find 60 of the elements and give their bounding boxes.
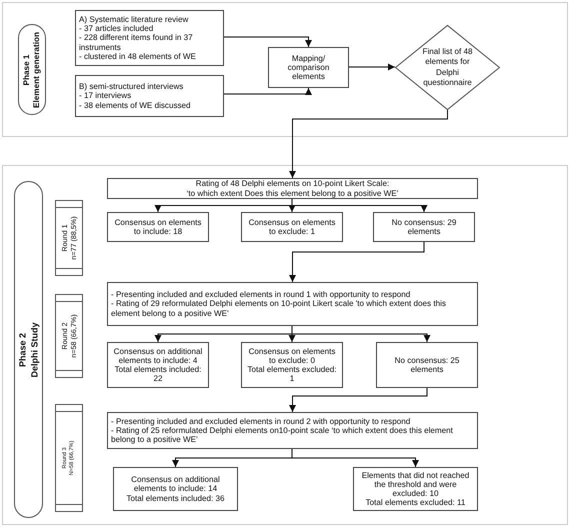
round-label [55, 294, 83, 378]
process-box [107, 412, 478, 449]
process-box [107, 342, 209, 388]
arrow [224, 36, 312, 48]
box-text: Mapping/ comparison elements [286, 54, 330, 82]
box-text: Consensus on additional elements to include: 14 [130, 475, 221, 494]
phase-panel [2, 2, 568, 137]
round-label [55, 200, 83, 276]
box-text: - 37 articles included [79, 24, 154, 34]
process-box [373, 212, 475, 242]
process-box [241, 342, 343, 388]
diamond-text: Final list of 48 elements for Delphi questionnaire [422, 47, 474, 88]
arrow [289, 242, 424, 282]
box-text: Total elements excluded: 1 [246, 365, 338, 384]
phase-text: Phase 2 [17, 332, 28, 367]
arrow [224, 88, 312, 95]
box-text: Elements that did not reached the threshold and were excluded: 10 [360, 470, 470, 498]
box-text: Consensus on additional elements to include: 4 [112, 346, 204, 365]
arrow [289, 110, 448, 178]
box-text: - Presenting included and excluded elements in round 2 with opportunity to respond [111, 416, 412, 426]
process-box [75, 10, 224, 66]
box-text: Total elements excluded: 11 [366, 498, 466, 508]
box-text: No consensus: 25 elements [394, 356, 460, 374]
arrow [289, 388, 428, 412]
box-text: - Presenting included and excluded elements in round 1 with opportunity to respond [111, 290, 412, 300]
box-text: No consensus: 29 elements [390, 218, 458, 236]
box-text: Consensus on elements to exclude: 0 [248, 346, 336, 365]
box-text: Total elements included: 22 [114, 365, 202, 384]
process-box [113, 467, 238, 511]
process-box [107, 212, 209, 242]
box-text: B) semi-structured interviews [79, 82, 184, 92]
process-box [241, 212, 343, 242]
process-box [353, 467, 478, 511]
process-box [107, 282, 478, 326]
box-text: ‘to which extent Does this element belong to a positive WE’ [186, 188, 398, 198]
process-box [268, 47, 349, 88]
process-box [107, 178, 478, 199]
box-text: - 38 elements of WE discussed [79, 100, 192, 110]
box-text: - Rating of 25 reformulated Delphi elements on10-point scale ‘to which extent does this element belong to a positive WE’ [111, 426, 454, 444]
phase-text: Delphi Study [28, 322, 40, 378]
box-text: Consensus on elements to exclude: 1 [248, 218, 336, 236]
box-text: - 228 different items found in 37 instruments [79, 33, 194, 52]
box-text: A) Systematic literature review [79, 14, 190, 24]
box-text: - Rating of 29 reformulated Delphi elements on 10-point Likert scale 'to which extent does this element belong to a positive WE' [111, 299, 447, 318]
arrow [348, 64, 396, 70]
box-text: - clustered in 48 elements of WE [79, 52, 197, 62]
arrow [292, 326, 430, 342]
box-text: Rating of 48 Delphi elements on 10-point Likert Scale: [196, 179, 390, 188]
process-box [376, 342, 478, 388]
phase-text: Element generation [32, 32, 42, 108]
arrow [292, 448, 419, 468]
phase-label [14, 181, 43, 518]
box-text: - 17 interviews [79, 91, 132, 101]
box-text: Total elements included: 36 [126, 494, 225, 503]
round-label [55, 404, 83, 512]
process-box [75, 75, 224, 117]
phase-label [18, 24, 46, 115]
phase-panel [2, 165, 568, 525]
box-text: Consensus on elements to include: 18 [114, 218, 202, 236]
phase-text: Phase 1 [22, 54, 32, 85]
